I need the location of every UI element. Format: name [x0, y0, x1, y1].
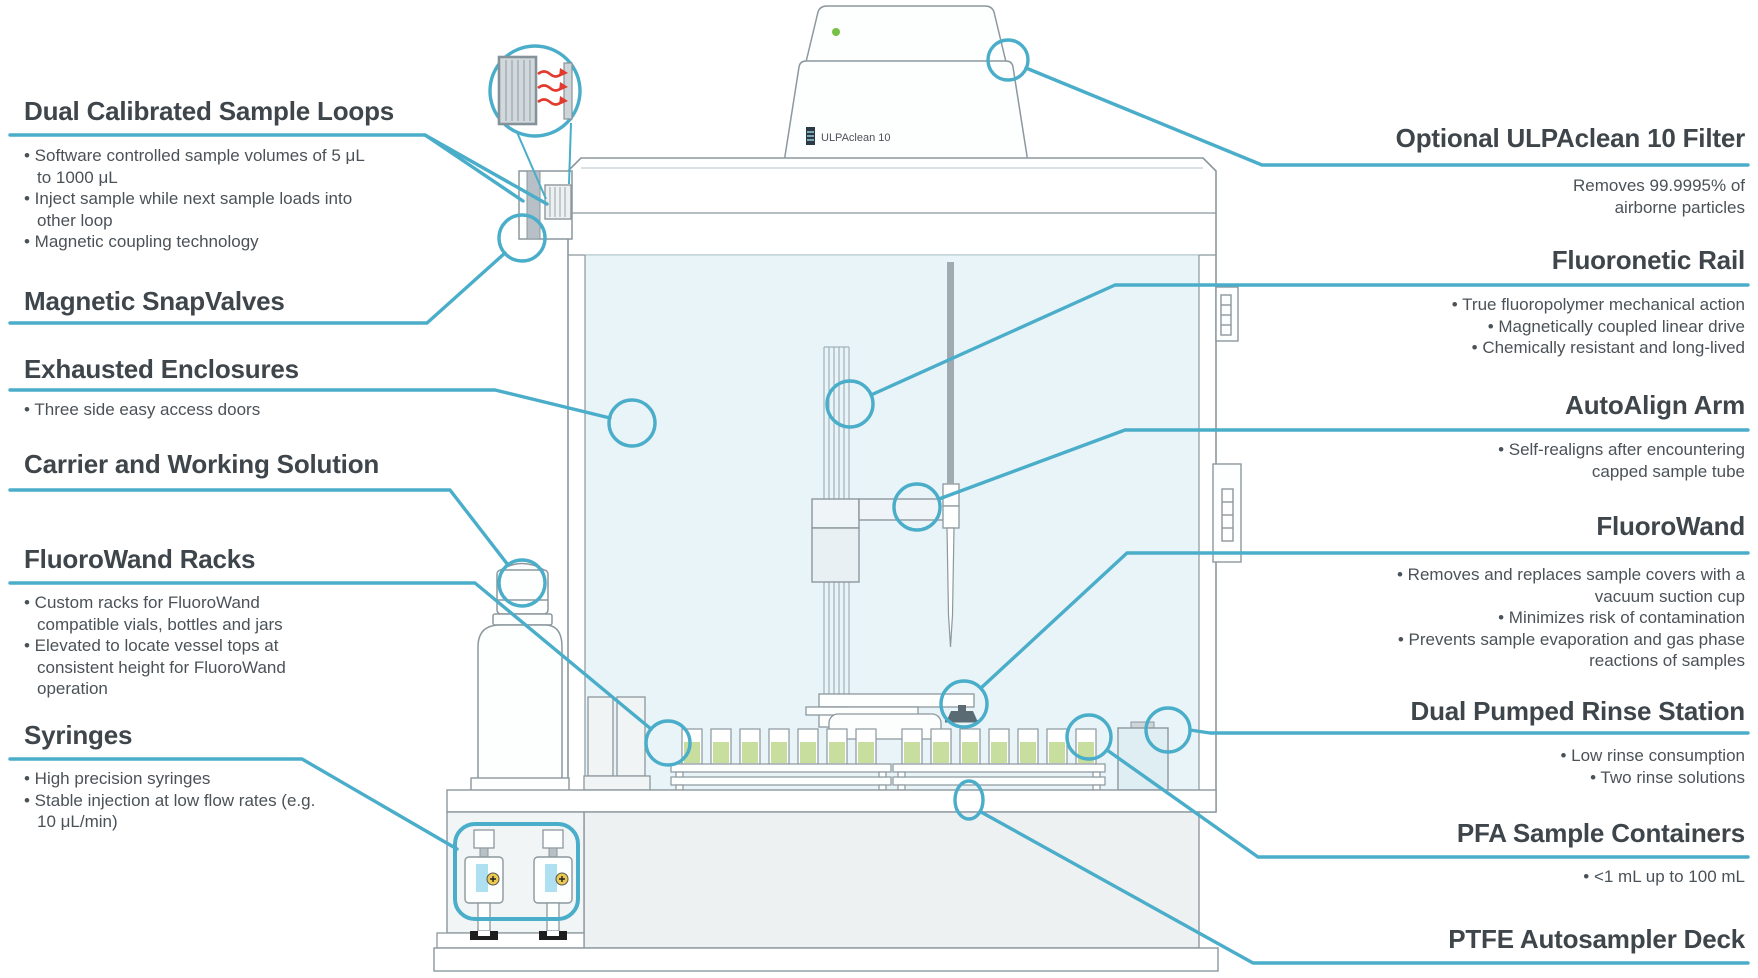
callout-line-exhausted: [8, 388, 612, 420]
z-carriage: [811, 498, 860, 583]
callout-circle-racks: [644, 719, 692, 767]
autoalign-arm: [858, 498, 946, 521]
probe-shaft: [947, 262, 954, 484]
door-hinge-bottom: [1212, 463, 1242, 563]
callout-title-ulpa: Optional ULPAclean 10 Filter: [1395, 123, 1746, 153]
callout-line-deck: [979, 810, 1750, 965]
callout-bullets-fluorowand: • Removes and replaces sample covers wit…: [1397, 565, 1745, 670]
callout-title-exhausted: Exhausted Enclosures: [24, 354, 299, 384]
callout-title-carrier: Carrier and Working Solution: [24, 449, 380, 479]
callout-line-autoalign: [937, 428, 1750, 501]
callout-line-snapvalves: [8, 251, 507, 325]
callout-circle-carrier: [497, 558, 547, 608]
callout-title-autoalign: AutoAlign Arm: [1565, 390, 1745, 420]
callout-title-rail: Fluoronetic Rail: [1551, 245, 1745, 275]
door-hinge-top: [1215, 286, 1239, 342]
callout-title-rinse: Dual Pumped Rinse Station: [1410, 696, 1746, 726]
exhaust-filter-inset: [488, 44, 582, 138]
callout-circle-rail: [825, 379, 875, 429]
callout-circle-rinse: [1144, 706, 1192, 754]
callout-line-rinse: [1188, 728, 1750, 735]
callout-line-ulpa: [1024, 66, 1750, 167]
callout-circle-exhausted: [607, 398, 657, 448]
callout-ellipse-deck: [953, 779, 985, 821]
callout-line-syringes: [8, 757, 459, 851]
probe-holder: [942, 483, 960, 529]
callout-circle-fluorowand: [939, 679, 989, 729]
callout-line-pfa: [1105, 748, 1750, 859]
callout-bullets-sample-loops: • Software controlled sample volumes of …: [24, 146, 365, 251]
callout-title-syringes: Syringes: [24, 720, 133, 750]
callout-line-rail: [869, 283, 1750, 397]
callout-title-fluorowand: FluoroWand: [1596, 511, 1745, 541]
callout-circle-ulpa: [986, 38, 1030, 82]
callout-title-sample-loops: Dual Calibrated Sample Loops: [24, 96, 395, 126]
callout-title-pfa: PFA Sample Containers: [1456, 818, 1745, 848]
callout-line-racks: [8, 581, 653, 731]
callout-title-racks: FluoroWand Racks: [24, 544, 256, 574]
callout-line-carrier: [8, 488, 510, 567]
callout-circle-pfa: [1065, 713, 1113, 761]
callout-bullets-racks: • Custom racks for FluoroWand compatible…: [24, 593, 286, 698]
ulpa-logo-icon: [806, 127, 815, 145]
callout-title-snapvalves: Magnetic SnapValves: [24, 286, 285, 316]
fluorowand-rack-right: [892, 728, 1106, 791]
heat-flow-arrows-icon: [537, 70, 562, 106]
bottom-plate: [433, 947, 1219, 972]
deck-modules: [583, 696, 651, 791]
callout-bullets-syringes: • High precision syringes • Stable injec…: [24, 769, 316, 831]
callout-line-fluorowand: [979, 551, 1750, 690]
callout-circle-autoalign: [892, 482, 942, 532]
autosampler-deck: [446, 789, 1217, 813]
power-led: [832, 28, 840, 36]
callout-bullets-pfa: • <1 mL up to 100 mL: [1583, 867, 1745, 886]
callout-bullets-rinse: • Low rinse consumption • Two rinse solu…: [1560, 746, 1745, 787]
callout-title-deck: PTFE Autosampler Deck: [1448, 924, 1745, 954]
syringes-highlight: [453, 822, 580, 921]
callout-bullets-exhausted: • Three side easy access doors: [24, 400, 261, 419]
callout-line-sample-loops-b: [423, 133, 549, 206]
syringe-right: [533, 829, 573, 940]
callout-circle-snapvalves: [497, 213, 547, 263]
callout-bullets-rail: • True fluoropolymer mechanical action •…: [1451, 295, 1745, 357]
sample-needle: [946, 527, 955, 648]
fluorowand-beam: [805, 693, 975, 728]
ulpa-filter-label: ULPAclean 10: [821, 132, 891, 144]
callout-bullets-autoalign: • Self-realigns after encountering cappe…: [1498, 440, 1745, 481]
vacuum-suction-cup-icon: [945, 705, 979, 723]
fluorowand-rack-left: [670, 728, 892, 791]
enclosure: [567, 157, 1217, 813]
base-cabinet: [583, 811, 1200, 949]
rinse-station: [1117, 721, 1169, 791]
callout-bullets-ulpa: Removes 99.9995% of airborne particles: [1573, 176, 1745, 217]
